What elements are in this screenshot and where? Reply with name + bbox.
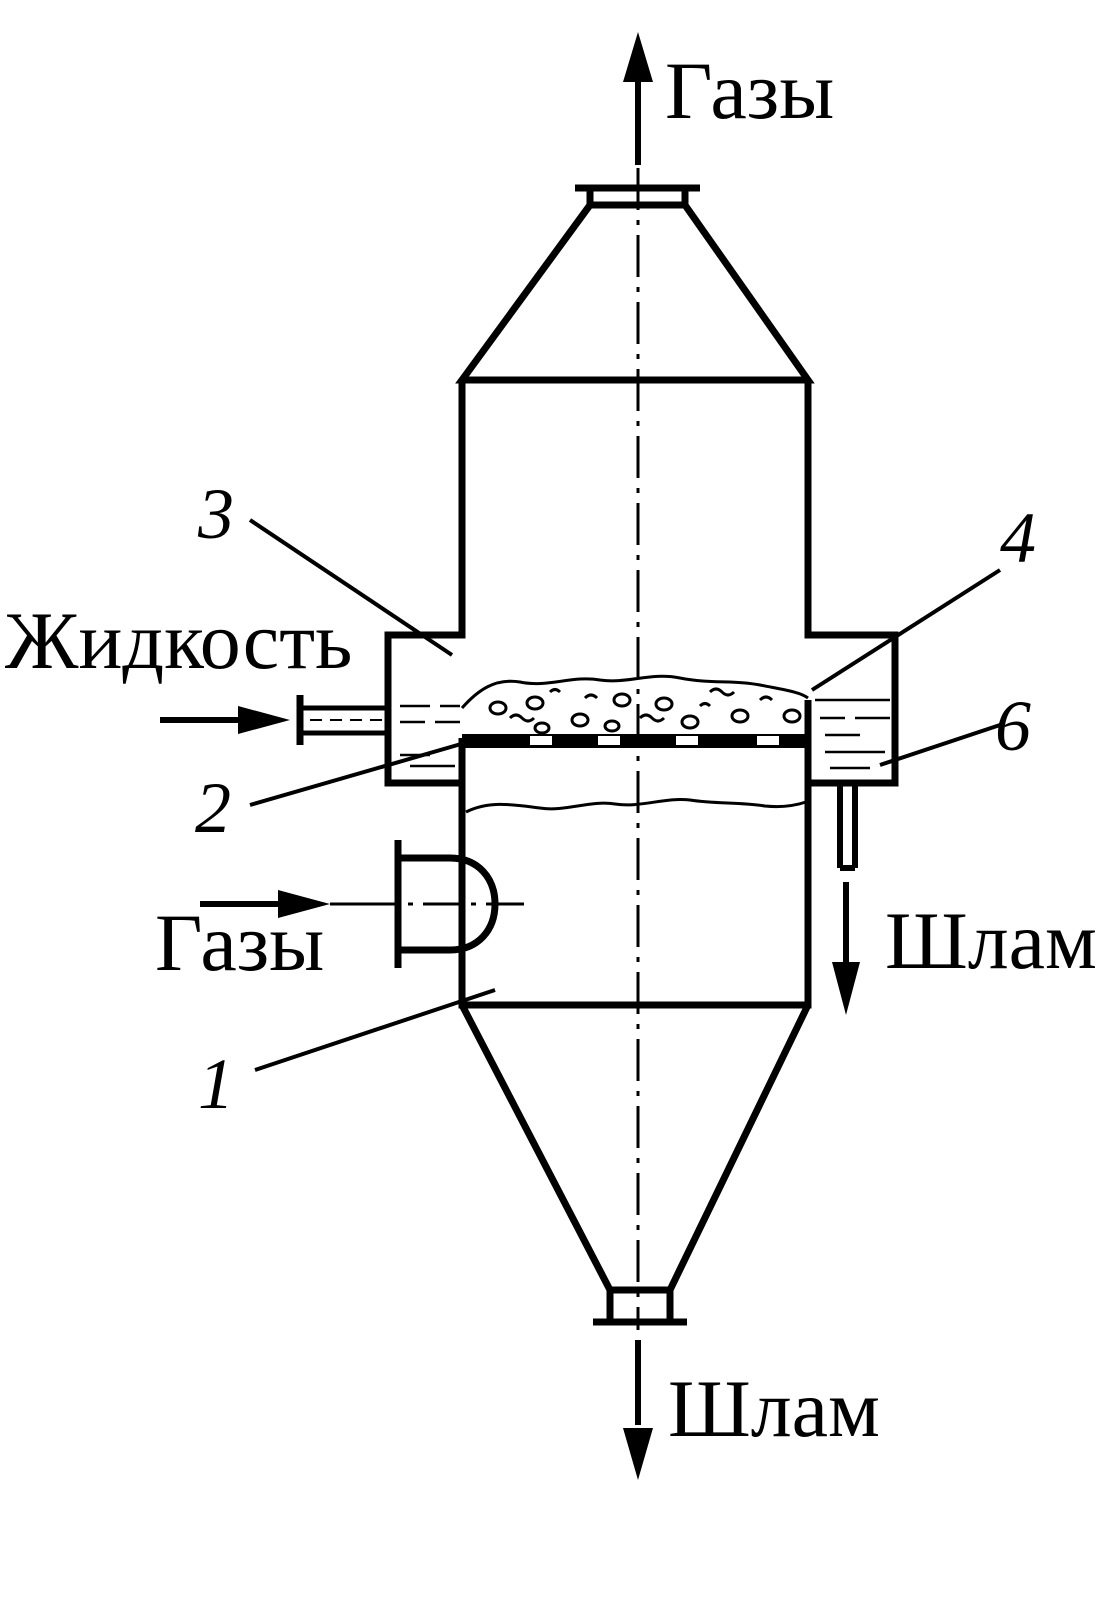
sludge-bottom-label: Шлам [668, 1363, 880, 1454]
callout-2: 2 [195, 768, 231, 848]
liquid-surface [465, 797, 807, 814]
bottom-outlet-flange [593, 1286, 687, 1326]
sludge-bottom-arrow [623, 1340, 653, 1480]
top-outlet-flange [575, 184, 700, 209]
gas-inlet-label: Газы [155, 897, 324, 988]
upper-cone [455, 202, 815, 384]
foam-layer [460, 674, 809, 735]
gas-inlet-arrow [200, 890, 398, 918]
liquid-inlet-arrow [160, 706, 290, 734]
lower-cone [458, 1003, 812, 1292]
callout-1: 1 [198, 1044, 234, 1124]
perforated-grid [462, 734, 808, 748]
liquid-inlet-label: Жидкость [5, 595, 352, 686]
callout-4: 4 [1000, 498, 1036, 578]
liquid-inlet-pipe [296, 695, 388, 745]
leader-lines [248, 518, 1002, 1072]
vessel-shell [384, 380, 899, 1009]
right-trough-liquid [815, 698, 890, 770]
callout-6: 6 [995, 686, 1031, 766]
callout-3: 3 [197, 474, 234, 554]
gas-outlet-label: Газы [665, 45, 834, 136]
sludge-side-arrow [832, 882, 860, 1015]
sludge-drain-pipe [837, 783, 858, 871]
gas-outlet-arrow [623, 32, 653, 165]
sludge-side-label: Шлам [885, 895, 1097, 986]
